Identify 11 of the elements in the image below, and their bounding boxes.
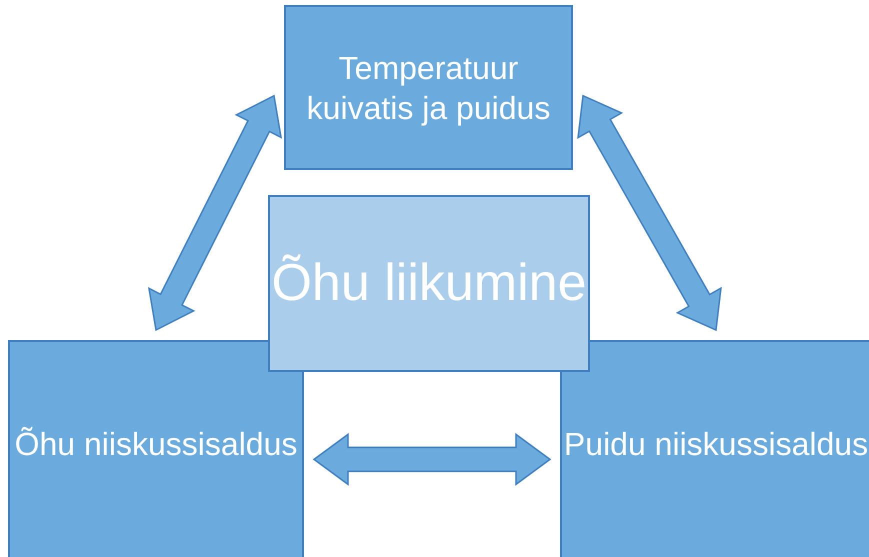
box-label: Temperatuur kuivatis ja puidus bbox=[306, 48, 552, 128]
concept-box bbox=[8, 340, 304, 557]
double-arrow bbox=[577, 94, 722, 332]
concept-box bbox=[284, 5, 573, 170]
box-label: Puidu niiskussisaldus bbox=[564, 425, 868, 464]
concept-box bbox=[560, 340, 869, 557]
double-arrow bbox=[148, 94, 282, 332]
double-arrow bbox=[312, 432, 552, 486]
box-label: Õhu liikumine bbox=[271, 253, 587, 314]
box-label: Õhu niiskussisaldus bbox=[14, 425, 298, 464]
concept-box bbox=[268, 195, 590, 372]
